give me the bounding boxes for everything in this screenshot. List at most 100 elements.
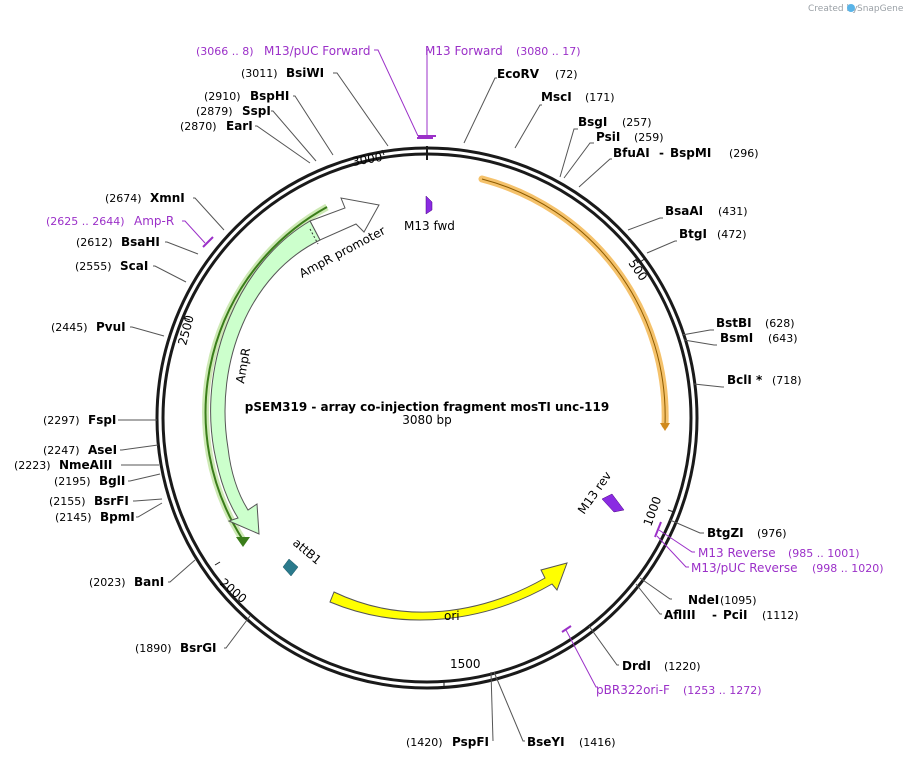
site-pos-scai: (2555) [75,260,112,273]
site-name-bcli: BclI * [727,373,763,387]
site-name-ndei: NdeI [688,593,719,607]
site-leaders [118,72,724,742]
site-pos-afliii: (1112) [762,609,799,622]
site-name-bsgi: BsgI [578,115,607,129]
plasmid-size: 3080 bp [402,413,452,427]
created-by-label: Created by [808,4,858,14]
site-dash-afliii: - [712,608,717,622]
tick-label-3000: 3000 [351,150,384,169]
m13-fwd-arrow [425,195,433,215]
site-name-pcii: PciI [723,608,748,622]
primer-pos-m13-reverse: (985 .. 1001) [788,547,860,560]
site-pos-nmeaiii: (2223) [14,459,51,472]
site-pos-fspi: (2297) [43,414,80,427]
site-pos-bsrgi: (1890) [135,642,172,655]
site-pos-xmni: (2674) [105,192,142,205]
ampr-junction [309,228,319,245]
primer-markers [182,49,695,688]
site-pos-bseyi: (1416) [579,736,616,749]
ampr-label: AmpR [233,347,253,385]
site-name-pspfi: PspFI [452,735,489,749]
primer-name-m13-forward: M13 Forward [425,44,503,58]
site-name-drdi: DrdI [622,659,651,673]
site-pos-btgi: (472) [717,228,747,241]
primer-pos-pbr322ori-f: (1253 .. 1272) [683,684,762,697]
site-pos-bstbi: (628) [765,317,795,330]
site-name-bani: BanI [134,575,164,589]
tick-label-1500: 1500 [450,657,481,671]
site-name-bseyi: BseYI [527,735,565,749]
site-pos-bsrfi: (2155) [49,495,86,508]
site-pos-btgzi: (976) [757,527,787,540]
site-name-ecorv: EcoRV [497,67,540,81]
ori-label: ori [444,609,460,623]
orange-feature-arrowhead [660,423,670,431]
site-name-bstbi: BstBI [716,316,752,330]
site-name-bfuai: BfuAI [613,146,650,160]
site-name-btgi: BtgI [679,227,707,241]
site-pos-bani: (2023) [89,576,126,589]
site-pos-bsiwi: (3011) [241,67,278,80]
site-pos-ndei: (1095) [720,594,757,607]
orange-feature-arc [478,175,669,429]
primer-pos-m13-forward: (3080 .. 17) [516,45,581,58]
primer-name-pbr322ori-f: pBR322ori-F [596,683,670,697]
site-name-nmeaiii: NmeAIII [59,458,112,472]
site-name-sspi: SspI [242,104,271,118]
ampr-outer-arc-core [204,206,328,541]
site-name-pvui: PvuI [96,320,126,334]
primer-name-amp-r: Amp-R [134,214,174,228]
site-name-msci: MscI [541,90,572,104]
site-name-bsrgi: BsrGI [180,641,217,655]
site-pos-bsmi: (643) [768,332,798,345]
m13-rev-arrow [601,493,625,513]
site-pos-drdi: (1220) [664,660,701,673]
site-name-bsphi: BspHI [250,89,289,103]
site-pos-bgli: (2195) [54,475,91,488]
orange-feature-arc-core [481,178,666,426]
primer-name-m13-reverse: M13 Reverse [698,546,776,560]
tick-label-2500: 2500 [175,314,196,347]
site-pos-psii: (259) [634,131,664,144]
ori-arrow [329,562,568,621]
site-pos-ecorv: (72) [555,68,578,81]
primer-pos-m13-puc-reverse: (998 .. 1020) [812,562,884,575]
site-pos-msci: (171) [585,91,615,104]
site-name-eari: EarI [226,119,253,133]
site-pos-bsahi: (2612) [76,236,113,249]
site-name-scai: ScaI [120,259,148,273]
site-name-bsmi: BsmI [720,331,753,345]
site-name-fspi: FspI [88,413,116,427]
site-pos-bfuai: (296) [729,147,759,160]
site-pos-eari: (2870) [180,120,217,133]
ampr-promoter-arrow [309,197,380,241]
site-pos-pspfi: (1420) [406,736,443,749]
m13-rev-label: M13 rev [575,469,614,517]
site-name-bsiwi: BsiWI [286,66,324,80]
site-name-bsrfi: BsrFI [94,494,129,508]
site-pos-bsgi: (257) [622,116,652,129]
site-pos-bcli: (718) [772,374,802,387]
site-pos-sspi: (2879) [196,105,233,118]
site-name-asei: AseI [88,443,117,457]
snapgene-logo-icon [847,4,855,12]
site-name-bsahi: BsaHI [121,235,160,249]
site-pos-asei: (2247) [43,444,80,457]
primer-name-m13-puc-reverse: M13/pUC Reverse [691,561,798,575]
attb1-label: attB1 [290,536,324,568]
site-name-afliii: AflIII [664,608,696,622]
site-dash-bfuai: - [659,146,664,160]
site-name-xmni: XmnI [150,191,185,205]
site-pos-bsphi: (2910) [204,90,241,103]
site-pos-pvui: (2445) [51,321,88,334]
attb1-arrow [282,558,299,577]
ampr-gene-arrow [210,220,321,535]
primer-name-m13-puc-forward: M13/pUC Forward [264,44,371,58]
site-name-bsaai: BsaAI [665,204,703,218]
m13-fwd-label: M13 fwd [404,219,455,233]
tick-label-2000: 2000 [217,576,249,606]
snapgene-brand: SnapGene [857,4,904,14]
primer-pos-m13-puc-forward: (3066 .. 8) [196,45,254,58]
site-pos-bsaai: (431) [718,205,748,218]
